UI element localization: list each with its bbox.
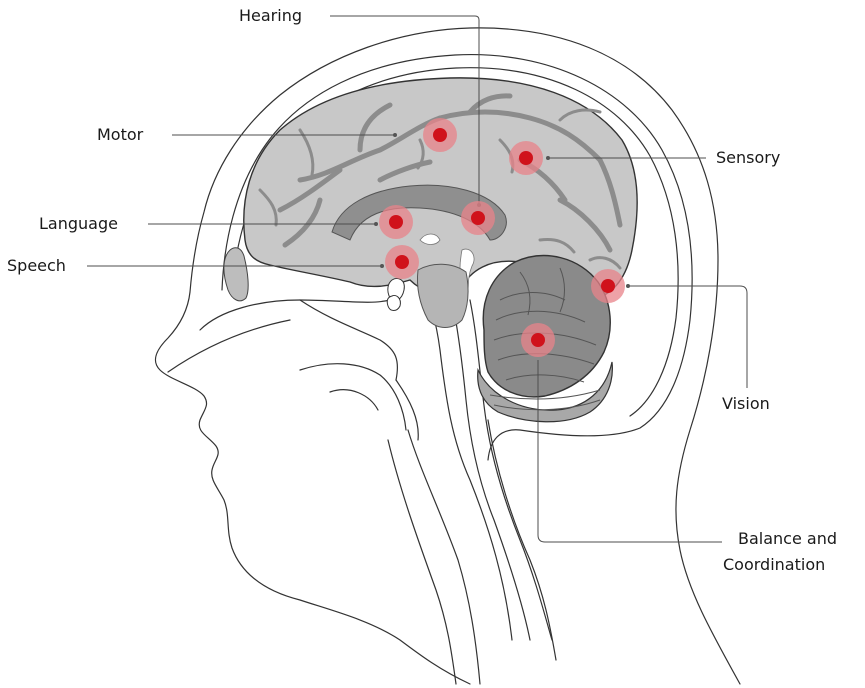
label-balance-line1: Balance and <box>738 529 837 548</box>
label-speech: Speech <box>7 256 66 275</box>
marker-sensory <box>509 141 543 175</box>
label-balance-line2: Coordination <box>723 555 825 574</box>
marker-speech <box>385 245 419 279</box>
marker-balance <box>521 323 555 357</box>
label-sensory: Sensory <box>716 148 780 167</box>
label-language: Language <box>39 214 118 233</box>
label-motor: Motor <box>97 125 144 144</box>
label-hearing: Hearing <box>239 6 302 25</box>
label-vision: Vision <box>722 394 770 413</box>
marker-vision <box>591 269 625 303</box>
marker-motor <box>423 118 457 152</box>
marker-hearing <box>461 201 495 235</box>
marker-language <box>379 205 413 239</box>
